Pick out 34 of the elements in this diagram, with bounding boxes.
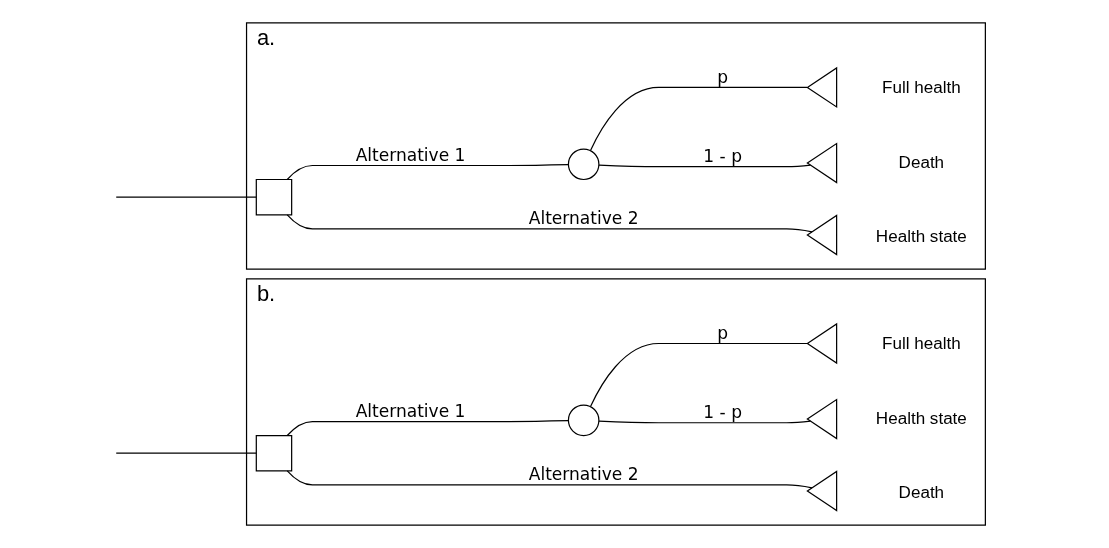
connector bbox=[597, 164, 811, 168]
connector bbox=[286, 214, 813, 233]
edge-label: 1 - p bbox=[702, 402, 742, 423]
edge-label: p bbox=[716, 66, 728, 87]
node-circle bbox=[567, 148, 599, 181]
connector bbox=[115, 196, 257, 198]
connector bbox=[286, 420, 569, 437]
node-circle bbox=[567, 404, 599, 437]
edge-label: Alternative 1 bbox=[355, 144, 465, 165]
node-box bbox=[255, 178, 292, 216]
connector bbox=[286, 164, 569, 181]
edge-label: 1 - p bbox=[702, 146, 742, 167]
node-label: Full health bbox=[881, 334, 961, 354]
node-triangle bbox=[805, 214, 837, 256]
node-triangle bbox=[805, 66, 837, 109]
node-box bbox=[255, 434, 292, 472]
connector bbox=[286, 470, 813, 489]
node-label: Full health bbox=[881, 78, 961, 98]
edge-label: Alternative 2 bbox=[528, 464, 639, 485]
node-triangle bbox=[805, 142, 837, 184]
node-label: Health state bbox=[875, 226, 967, 246]
connector bbox=[589, 86, 808, 152]
node-label: Death bbox=[898, 152, 944, 172]
node-label: Health state bbox=[875, 408, 967, 428]
connector bbox=[115, 452, 257, 454]
edge-label: p bbox=[716, 322, 728, 343]
node-triangle bbox=[805, 322, 837, 365]
connector bbox=[589, 342, 808, 408]
node-label: Death bbox=[898, 482, 944, 502]
node-triangle bbox=[805, 398, 837, 440]
connector bbox=[597, 420, 811, 424]
node-triangle bbox=[805, 470, 837, 512]
edge-label: Alternative 1 bbox=[355, 400, 465, 421]
edge-label: Alternative 2 bbox=[528, 208, 639, 229]
